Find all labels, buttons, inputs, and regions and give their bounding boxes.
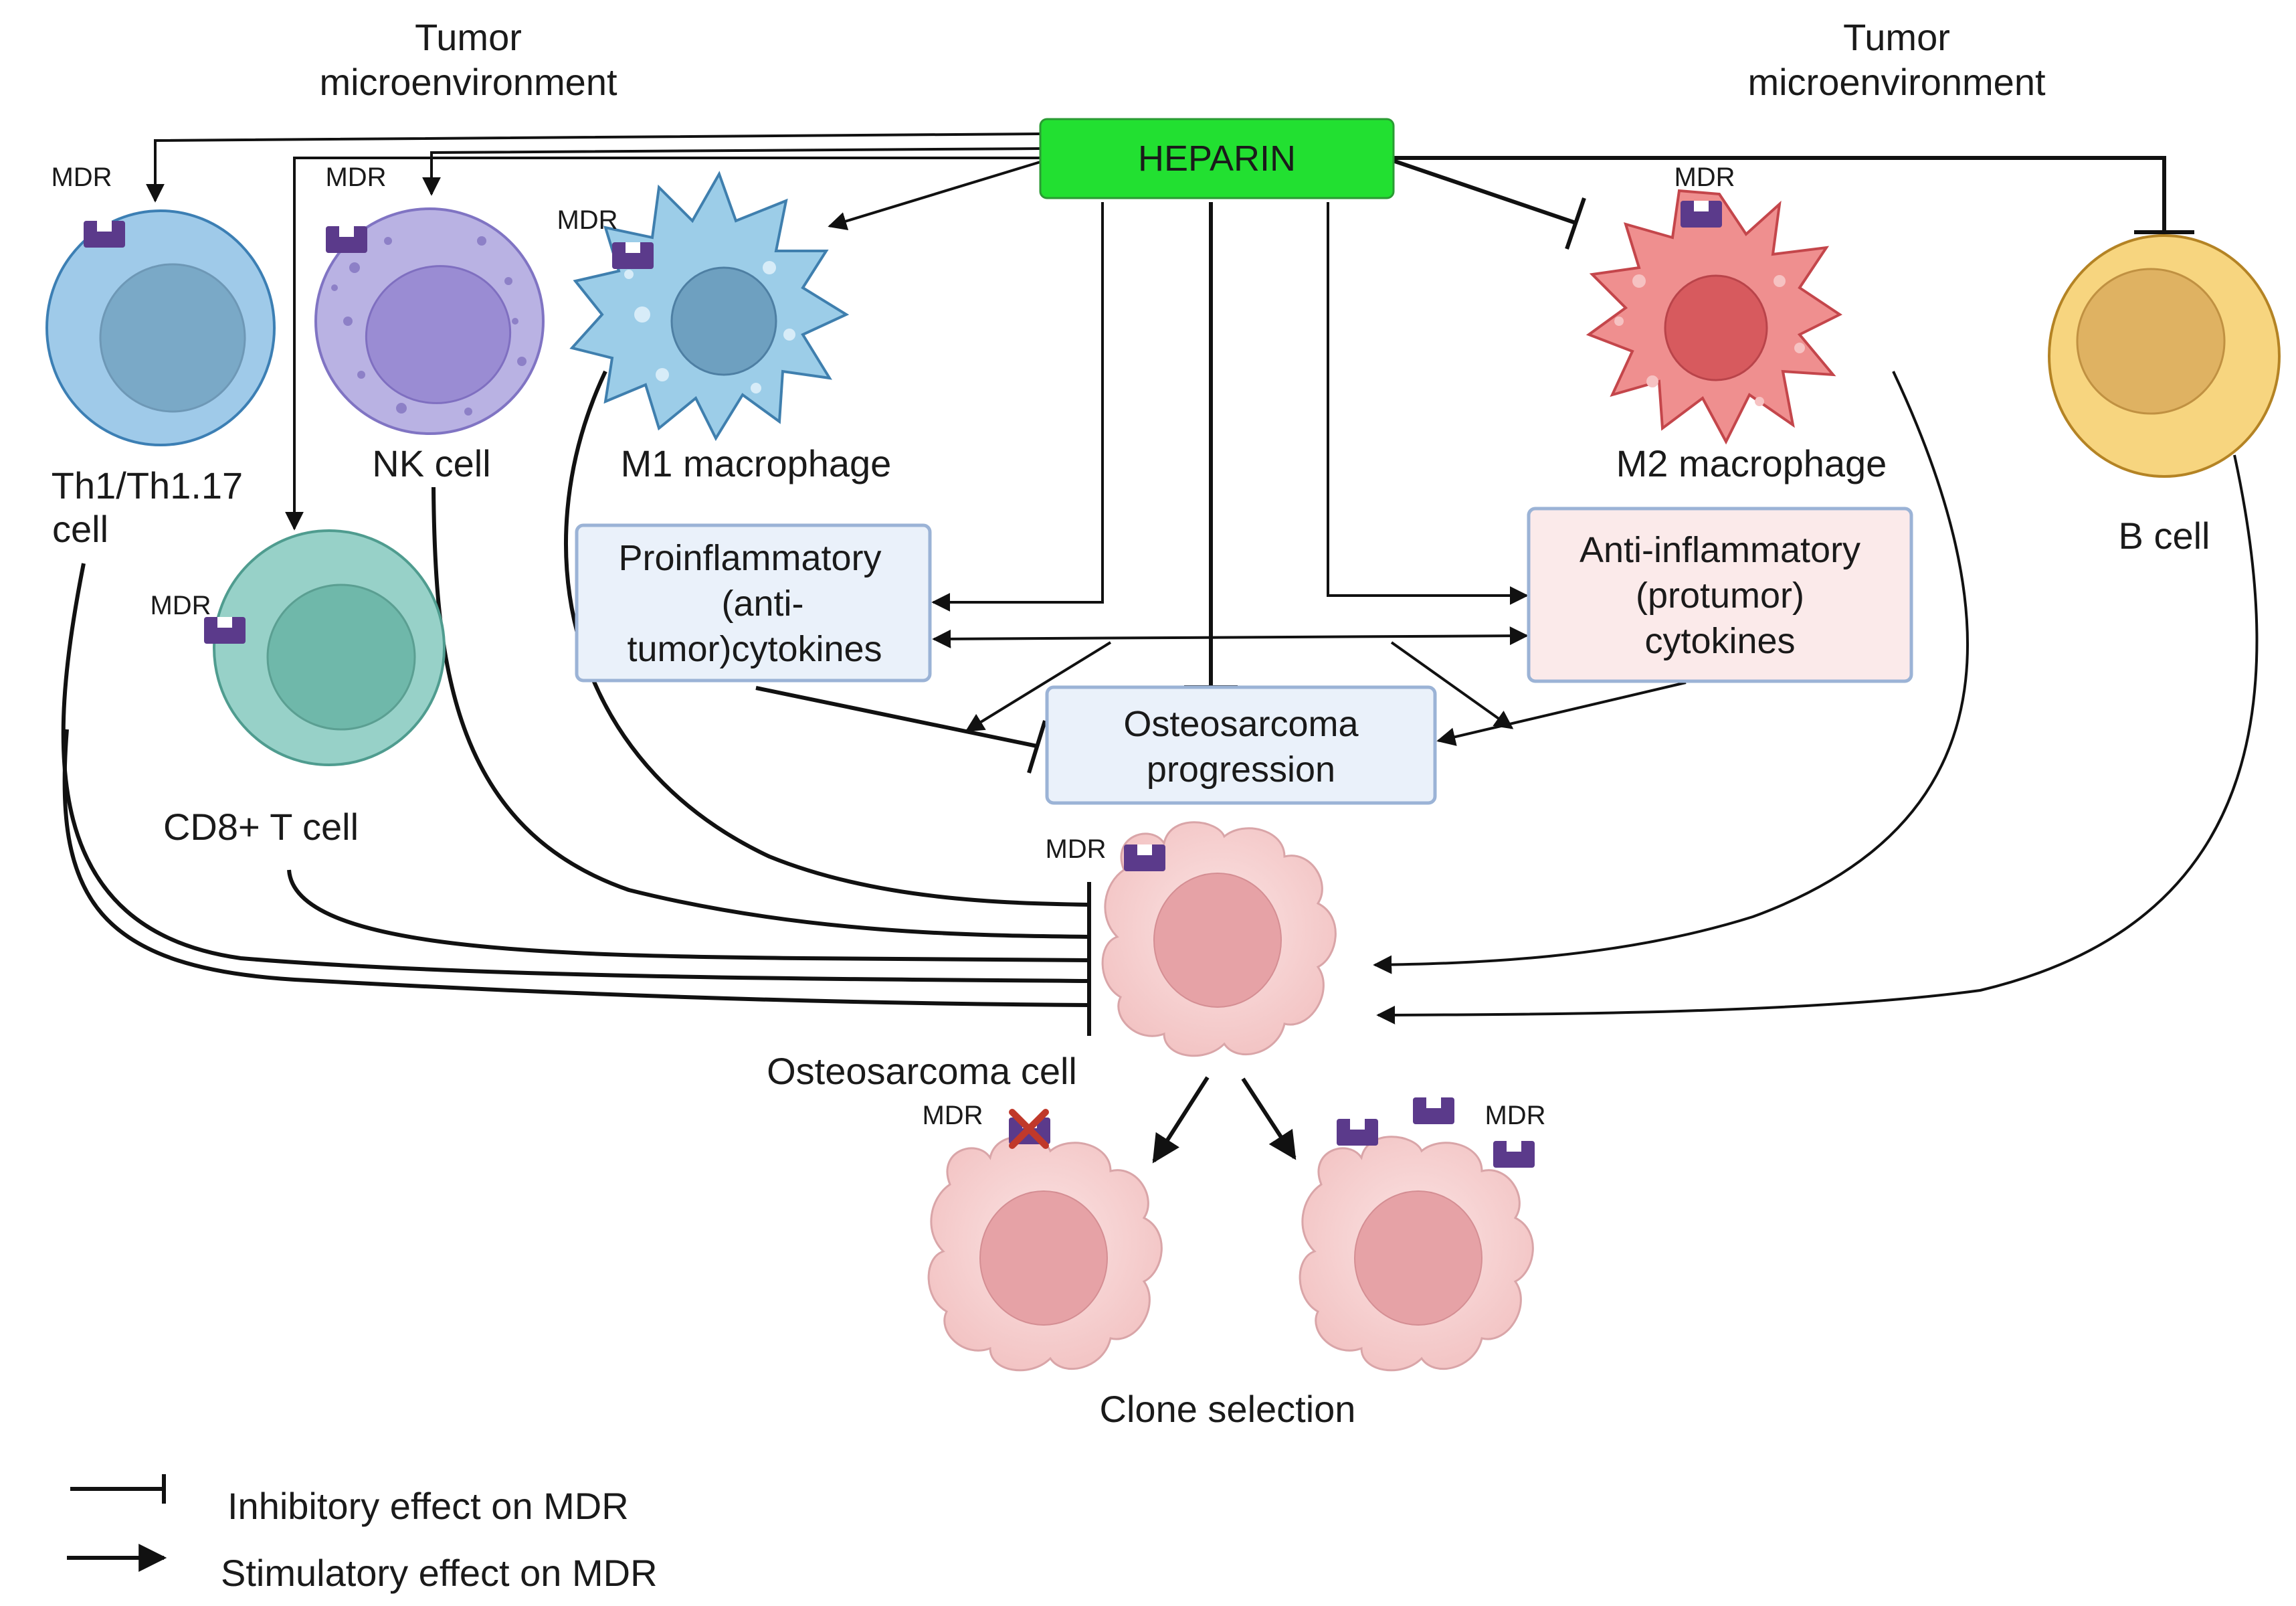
m1-label: M1 macrophage [621, 442, 892, 484]
edge-heparin-th1 [146, 132, 1041, 203]
b-cell[interactable] [2048, 234, 2281, 478]
th1-cell[interactable]: MDR [45, 163, 276, 446]
th1-label-line2: cell [52, 508, 108, 550]
anti-line2: (protumor) [1636, 575, 1804, 616]
anti-line1: Anti-inflammatory [1580, 530, 1860, 570]
progression-line2: progression [1147, 749, 1335, 790]
mdr-pump-icon [84, 221, 125, 248]
edge-cd8-osteo [287, 869, 1090, 962]
env-label-left-line1: Tumor [415, 16, 522, 58]
mdr-label-nk: MDR [325, 163, 386, 192]
mdr-pump-icon [1681, 201, 1722, 228]
mdr-pump-icon [1493, 1141, 1535, 1168]
mdr-label-m1: MDR [557, 205, 617, 235]
edge-cross-right [1390, 641, 1514, 729]
env-label-left-line2: microenvironment [319, 61, 617, 103]
tee-m2 [1565, 197, 1586, 250]
pro-line2: (anti- [721, 584, 803, 624]
bcell-label: B cell [2119, 515, 2210, 557]
edge-pro-anti [932, 626, 1529, 648]
edge-heparin-anti [1327, 202, 1529, 605]
legend-stimulatory-label: Stimulatory effect on MDR [221, 1552, 658, 1594]
m2-vesicles [1614, 274, 1805, 406]
edge-heparin-pro [931, 202, 1104, 612]
mdr-pump-icon [1413, 1097, 1454, 1124]
edge-m1-osteo [564, 370, 1090, 907]
clone-selection-label: Clone selection [1100, 1388, 1356, 1430]
edge-pro-progression [755, 686, 1038, 748]
osteosarcoma-cell[interactable]: MDR [1045, 821, 1337, 1057]
mdr-pump-icon [204, 617, 246, 644]
env-label-right-line1: Tumor [1843, 16, 1950, 58]
cd8-label: CD8+ T cell [163, 806, 359, 848]
edge-heparin-cd8 [285, 157, 1040, 531]
mdr-label-th1: MDR [51, 163, 112, 192]
edge-heparin-m2 [1392, 159, 1576, 225]
pro-line1: Proinflammatory [618, 538, 881, 578]
cd8-cell[interactable]: MDR [150, 529, 446, 766]
edge-heparin-nk [422, 147, 1041, 196]
progression-line1: Osteosarcoma [1123, 704, 1359, 744]
mdr-pump-icon [1124, 844, 1165, 871]
osteosarcoma-label: Osteosarcoma cell [767, 1050, 1077, 1092]
legend-stimulatory: Stimulatory effect on MDR [67, 1544, 658, 1594]
edge-m2-osteo [1373, 371, 1969, 974]
heparin-label: HEPARIN [1138, 139, 1296, 179]
m2-label: M2 macrophage [1616, 442, 1887, 484]
osteosarcoma-progression-box[interactable]: Osteosarcoma progression [1045, 685, 1437, 805]
mdr-pump-icon [612, 242, 654, 269]
mdr-label-osteo: MDR [1045, 834, 1106, 864]
pro-line3: tumor)cytokines [627, 629, 882, 669]
heparin-box [1039, 118, 1395, 199]
mdr-label-cd8: MDR [150, 591, 211, 620]
mdr-pump-icon [326, 226, 367, 253]
tee-pro-progression [1027, 720, 1047, 774]
legend-inhibitory-label: Inhibitory effect on MDR [227, 1485, 629, 1527]
cross-icon [1009, 1109, 1049, 1149]
proinflammatory-box[interactable]: Proinflammatory (anti- tumor)cytokines [575, 523, 932, 683]
edge-osteo-clone-right [1241, 1077, 1297, 1160]
edge-cross-left [965, 641, 1112, 732]
mdr-pump-icon [1337, 1119, 1378, 1146]
heparin-node[interactable]: HEPARIN [1039, 118, 1395, 199]
edge-th1b-osteo [62, 729, 1090, 1007]
m1-macrophage[interactable]: MDR [557, 171, 850, 442]
edge-anti-progression [1436, 681, 1687, 746]
anti-inflammatory-box[interactable]: Anti-inflammatory (protumor) cytokines [1527, 507, 1913, 683]
nk-label: NK cell [372, 442, 490, 484]
clone-mdr-negative[interactable]: MDR [922, 1101, 1163, 1372]
anti-line3: cytokines [1644, 621, 1795, 661]
edge-bcell-osteo [1376, 454, 2259, 1024]
legend-inhibitory: Inhibitory effect on MDR [70, 1474, 629, 1527]
env-label-right-line2: microenvironment [1747, 61, 2045, 103]
mdr-label-m2: MDR [1674, 163, 1735, 192]
edge-osteo-clone-left [1152, 1076, 1210, 1164]
m1-vesicles [624, 261, 795, 393]
mdr-label-clone-left: MDR [922, 1101, 983, 1130]
legend: Inhibitory effect on MDR Stimulatory eff… [67, 1474, 658, 1594]
nk-granules [331, 236, 527, 416]
th1-label-line1: Th1/Th1.17 [52, 464, 243, 507]
edge-heparin-bcell [1393, 156, 2166, 231]
mdr-label-clone-right: MDR [1485, 1101, 1545, 1130]
clone-mdr-positive[interactable]: MDR [1299, 1097, 1546, 1372]
edge-heparin-m1 [828, 161, 1041, 231]
m2-macrophage[interactable]: MDR [1586, 163, 1842, 445]
nk-cell[interactable]: MDR [314, 163, 545, 435]
